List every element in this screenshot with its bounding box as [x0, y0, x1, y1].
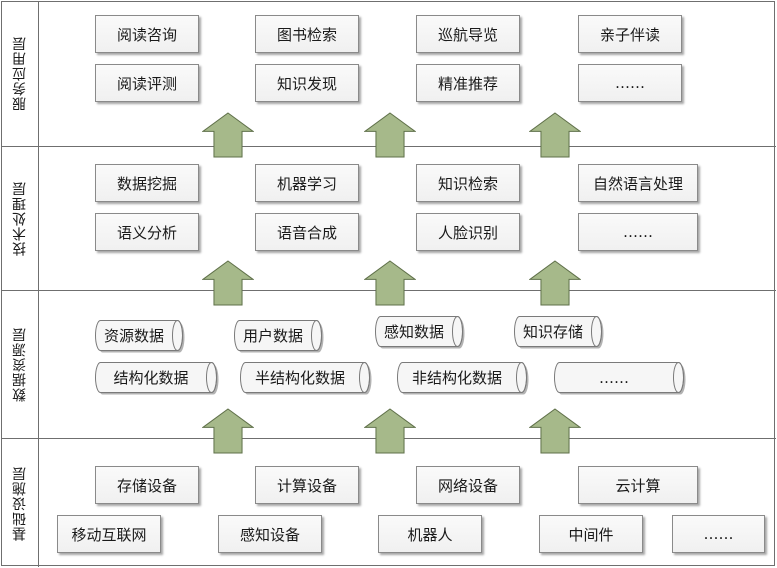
service-box: 亲子伴读 [578, 15, 682, 53]
up-arrow-icon [201, 260, 255, 306]
data-cylinder: …… [554, 362, 686, 395]
up-arrow-icon [201, 408, 255, 454]
cylinder-label: 结构化数据 [113, 369, 189, 387]
cylinder-label: 用户数据 [242, 327, 303, 345]
layer-label-data-resource: 数据资源层 [11, 327, 28, 402]
up-arrow-icon [363, 408, 417, 454]
technology-box: 知识检索 [416, 164, 520, 202]
technology-box: 人脸识别 [416, 213, 520, 251]
cylinder-shape [554, 362, 686, 395]
technology-box: …… [578, 213, 698, 251]
technology-box: 语义分析 [95, 213, 199, 251]
cylinder-shape [95, 320, 185, 353]
cylinder-label: 非结构化数据 [411, 369, 502, 387]
service-box: …… [578, 64, 682, 102]
infrastructure-box: 存储设备 [95, 466, 199, 504]
infrastructure-box: 计算设备 [255, 466, 359, 504]
technology-box: 机器学习 [255, 164, 359, 202]
service-box: 阅读评测 [95, 64, 199, 102]
up-arrow-icon [528, 112, 582, 158]
service-box: 巡航导览 [416, 15, 520, 53]
cylinder-shape [234, 320, 324, 353]
up-arrow-icon [528, 408, 582, 454]
service-box: 精准推荐 [416, 64, 520, 102]
infrastructure-box: 移动互联网 [57, 515, 161, 553]
infrastructure-box: 中间件 [539, 515, 643, 553]
label-column-divider [38, 1, 39, 567]
service-box: 知识发现 [255, 64, 359, 102]
up-arrow-icon [363, 260, 417, 306]
technology-box: 语音合成 [255, 213, 359, 251]
up-arrow-icon [201, 112, 255, 158]
cylinder-shape [95, 362, 219, 395]
cylinder-label: 知识存储 [522, 323, 583, 341]
layer-label-service: 服务应用层 [11, 36, 28, 111]
cylinder-shape [397, 362, 529, 395]
data-cylinder: 感知数据 [375, 316, 465, 349]
layer-label-infrastructure: 基础设施层 [11, 465, 28, 541]
data-cylinder: 知识存储 [514, 316, 604, 349]
service-box: 阅读咨询 [95, 15, 199, 53]
infrastructure-box: 机器人 [378, 515, 482, 553]
cylinder-shape [240, 362, 372, 395]
cylinder-label: 资源数据 [103, 327, 164, 345]
data-cylinder: 半结构化数据 [240, 362, 372, 395]
cylinder-label: …… [599, 368, 629, 387]
up-arrow-icon [363, 112, 417, 158]
cylinder-label: 半结构化数据 [254, 369, 345, 387]
technology-box: 自然语言处理 [578, 164, 698, 202]
data-cylinder: 资源数据 [95, 320, 185, 353]
up-arrow-icon [528, 260, 582, 306]
data-cylinder: 结构化数据 [95, 362, 219, 395]
infrastructure-box: 感知设备 [218, 515, 322, 553]
cylinder-shape [514, 316, 604, 349]
data-cylinder: 非结构化数据 [397, 362, 529, 395]
infrastructure-box: 云计算 [578, 466, 698, 504]
cylinder-shape [375, 316, 465, 349]
layer-label-technology: 技术处理层 [11, 181, 28, 256]
cylinder-label: 感知数据 [383, 323, 444, 341]
infrastructure-box: …… [672, 515, 765, 553]
data-cylinder: 用户数据 [234, 320, 324, 353]
technology-box: 数据挖掘 [95, 164, 199, 202]
infrastructure-box: 网络设备 [416, 466, 520, 504]
service-box: 图书检索 [255, 15, 359, 53]
